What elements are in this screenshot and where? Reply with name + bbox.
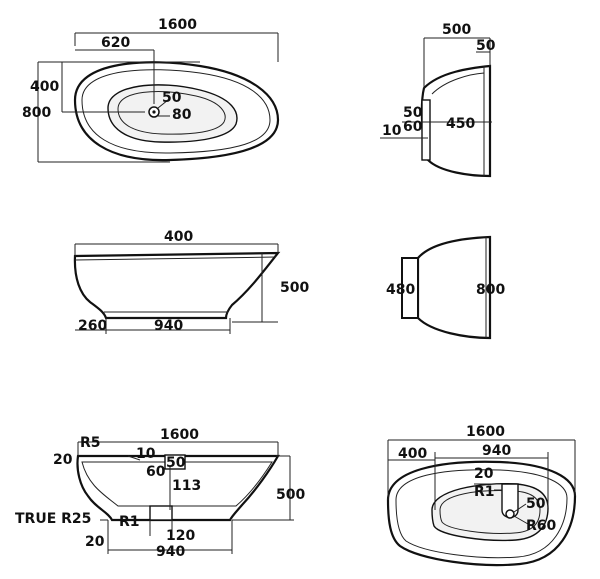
side-section-view: 500 50 50 60 10 450 [380, 22, 496, 178]
dim-label: 60 [403, 119, 423, 135]
dim-label: 50 [403, 105, 423, 121]
dim-label: 400 [30, 79, 59, 95]
dim-label: 113 [172, 478, 201, 494]
front-section-inner [81, 461, 273, 507]
dim-label: R5 [80, 435, 101, 451]
leader-r60 [513, 515, 529, 525]
leader-50 [513, 503, 527, 513]
dim-label: 500 [280, 280, 309, 296]
dim-label: 800 [22, 105, 51, 121]
front-section-drain [149, 505, 173, 521]
plan-view: 1600 400 940 20 R1 50 R60 [386, 424, 577, 567]
side-section-base [421, 99, 431, 161]
front-view-rim [74, 256, 277, 261]
top-view: 1600 620 400 800 50 80 [22, 17, 280, 163]
end-view: 480 800 [386, 235, 505, 340]
front-view: 400 500 260 940 [73, 229, 309, 334]
dim-label: 400 [398, 446, 427, 462]
end-view-base [401, 257, 419, 319]
dim-label: 1600 [158, 17, 197, 33]
leader-10 [127, 455, 141, 461]
leader-50 [157, 99, 169, 109]
dim-label: 480 [386, 282, 415, 298]
front-section-outline [76, 454, 280, 522]
dim-label: TRUE R25 [15, 511, 91, 527]
plan-view-rim [395, 469, 568, 559]
dim-label: 60 [146, 464, 166, 480]
dim-label: 120 [166, 528, 195, 544]
plan-view-drain [505, 509, 515, 519]
dim-label: 800 [476, 282, 505, 298]
top-view-outer-outline [73, 61, 280, 162]
top-view-inner-basin [107, 84, 238, 143]
top-view-inner-basin-floor [117, 91, 226, 135]
dim-label: 940 [156, 544, 185, 560]
dim-label: 20 [474, 466, 494, 482]
dim-label: 400 [164, 229, 193, 245]
dim-label: 500 [276, 487, 305, 503]
dim-label: 940 [154, 318, 183, 334]
dim-label: 1600 [466, 424, 505, 440]
dim-label: 20 [85, 534, 105, 550]
dim-label: 20 [53, 452, 73, 468]
dim-label: 80 [172, 107, 192, 123]
plan-view-inner-basin-floor [439, 490, 541, 534]
dim-label: 620 [101, 35, 130, 51]
dim-label: 450 [446, 116, 475, 132]
dim-label: 940 [482, 443, 511, 459]
plan-view-outer-outline [386, 460, 577, 567]
dim-label: 1600 [160, 427, 199, 443]
dim-label: 260 [78, 318, 107, 334]
dim-label: 50 [166, 455, 186, 471]
dim-label: 500 [442, 22, 471, 38]
dim-label: R1 [119, 514, 140, 530]
front-view-outline [73, 251, 281, 320]
dim-label: 50 [526, 496, 546, 512]
dim-label: R60 [526, 518, 557, 534]
top-view-rim [81, 69, 271, 154]
front-section-overflow [164, 454, 186, 470]
dim-label: 50 [162, 90, 182, 106]
dim-label: 10 [382, 123, 402, 139]
dim-label: 10 [136, 446, 156, 462]
dim-label: R1 [474, 484, 495, 500]
end-view-outline [416, 235, 492, 340]
dim-label: 50 [476, 38, 496, 54]
plan-view-inner-basin [431, 483, 549, 542]
front-section-view: 1600 R5 20 10 60 50 113 500 TRUE R25 R1 … [15, 427, 305, 560]
top-view-drain-center [152, 110, 156, 114]
